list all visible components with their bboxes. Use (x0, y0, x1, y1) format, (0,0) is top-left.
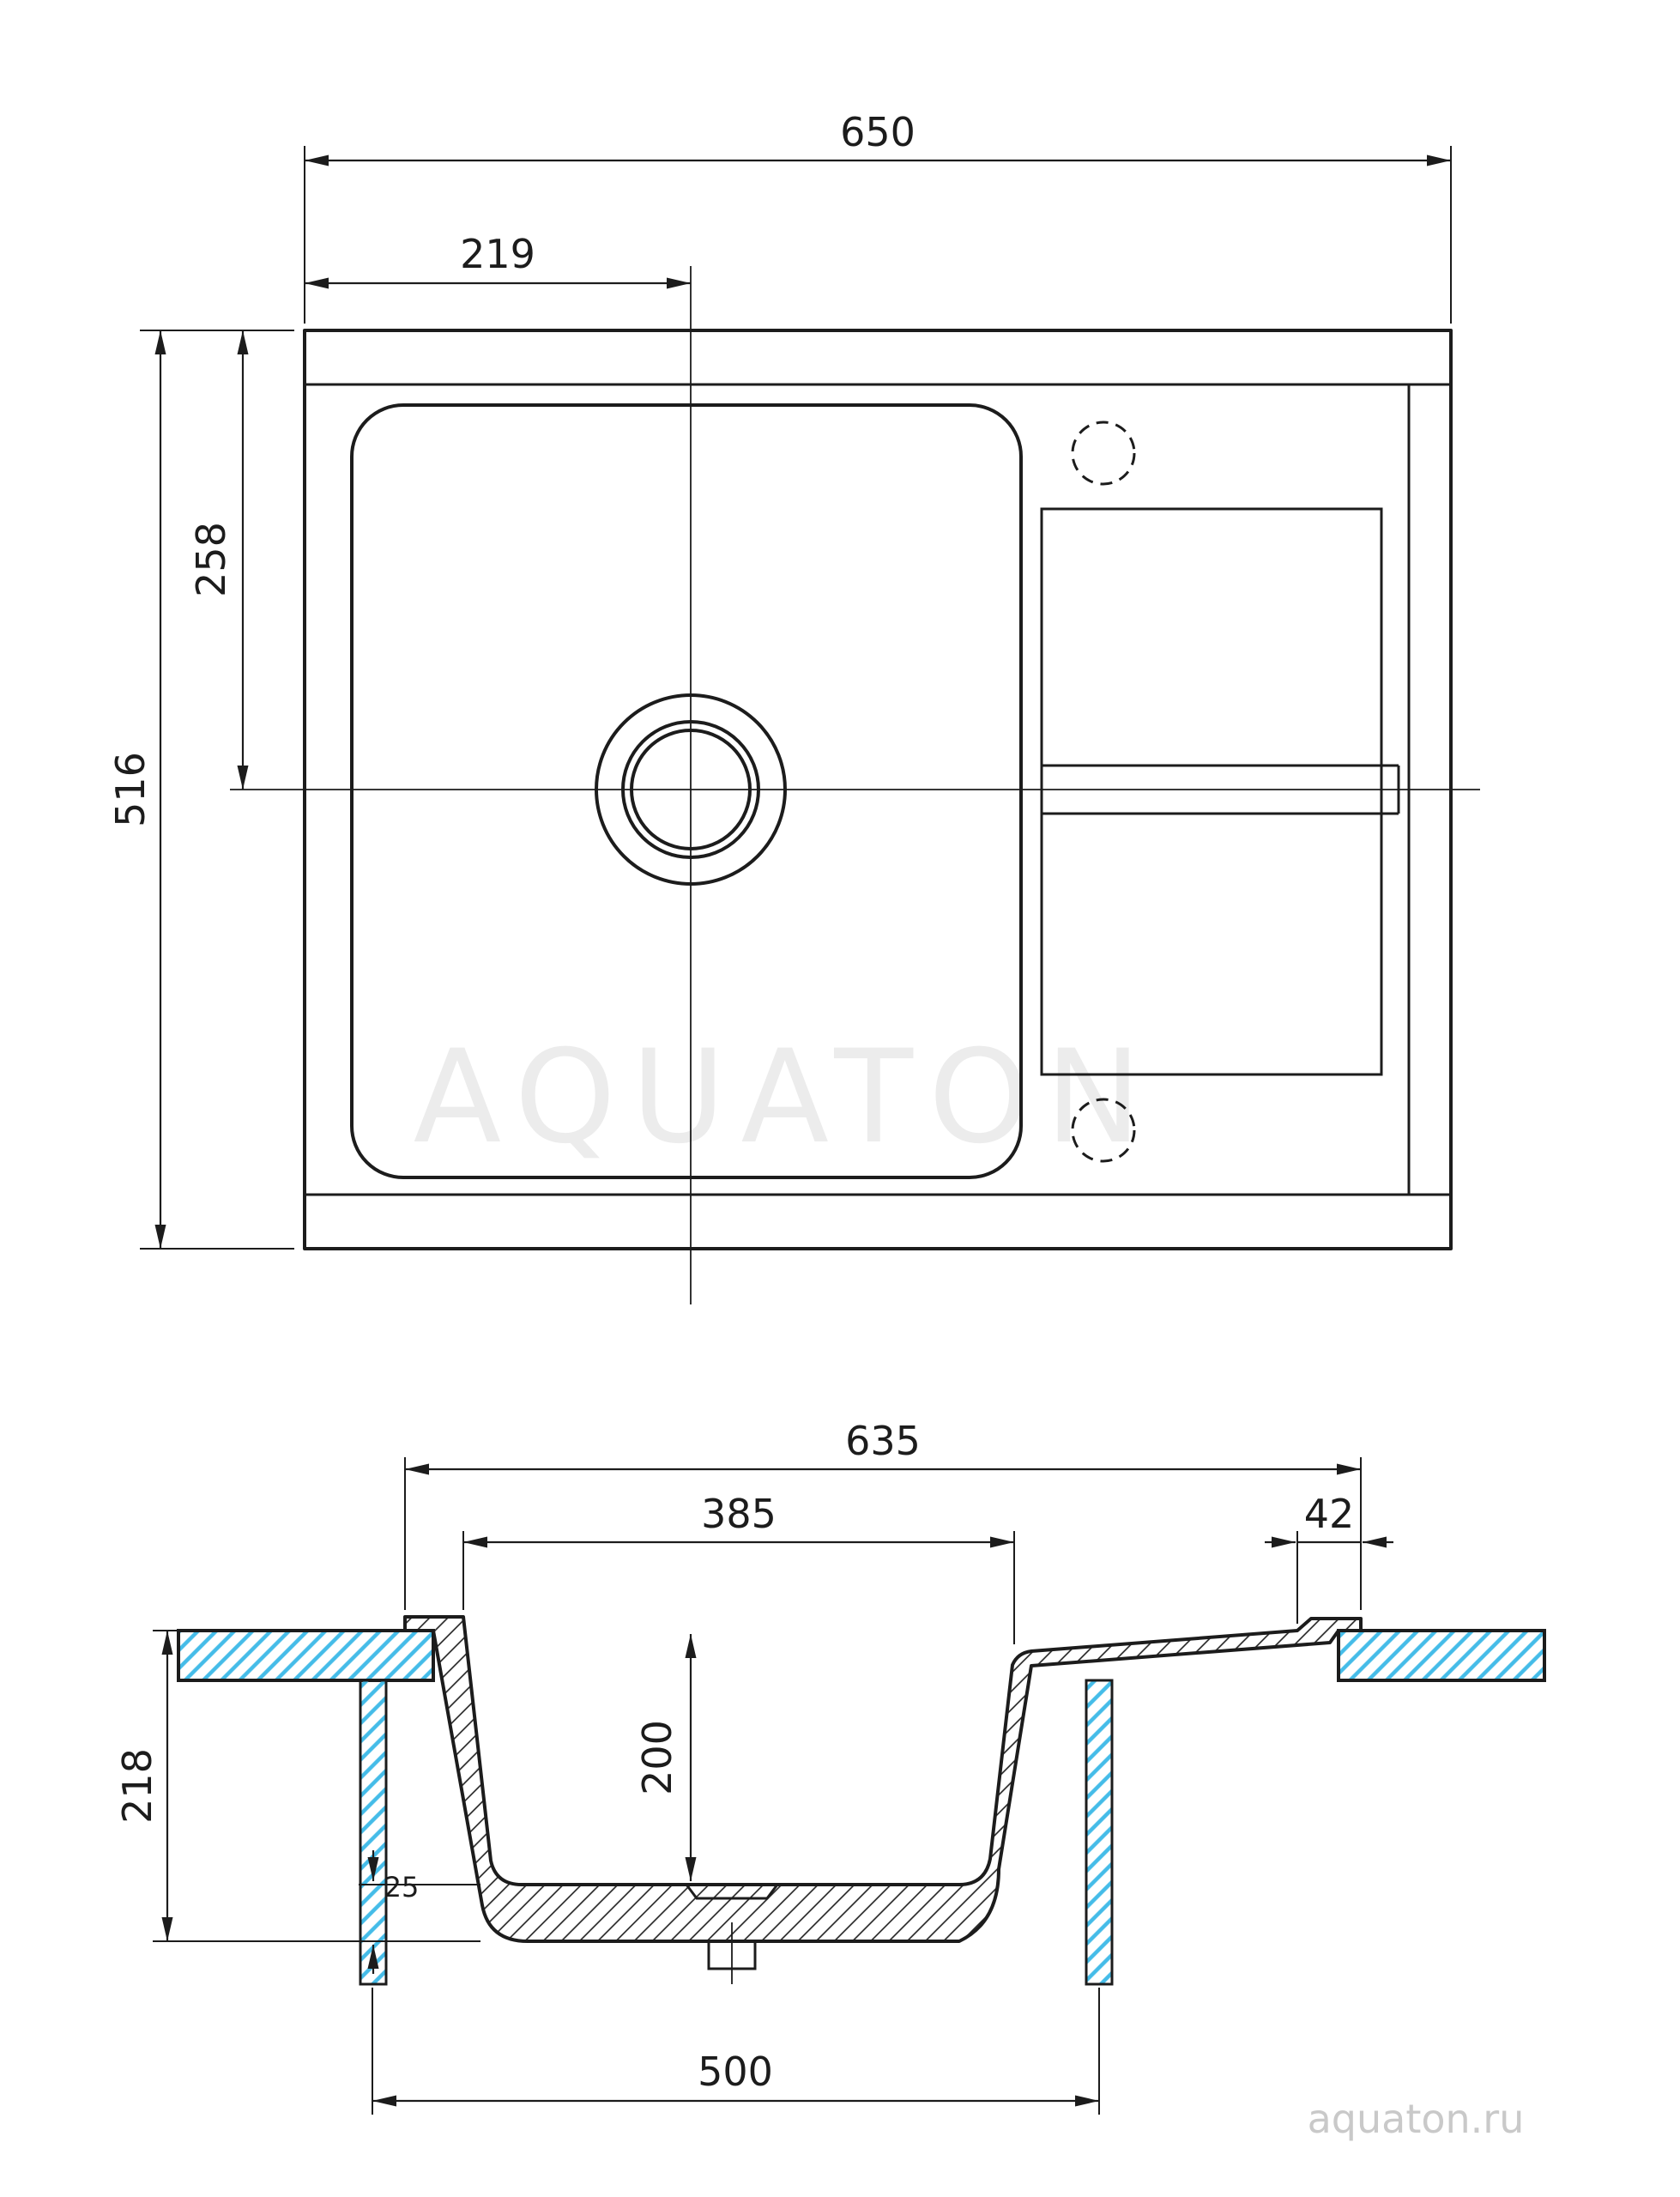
dim-219-label: 219 (460, 231, 535, 277)
sink-outer-edge (303, 329, 1453, 1250)
dim-258-label: 258 (188, 522, 234, 597)
dim-635-label: 635 (845, 1418, 921, 1464)
dim-218-label: 218 (114, 1748, 160, 1824)
top-view: 650 219 516 258 (107, 109, 1480, 1304)
dim-200-label: 200 (634, 1720, 680, 1795)
drainboard-outline (1040, 507, 1383, 1076)
countertop-right (1337, 1629, 1546, 1682)
sink-rim-inner-edge (305, 383, 1451, 1196)
sink-section-profile (403, 1615, 1363, 1943)
tap-hole-top (1071, 421, 1136, 486)
drain-ring-outer (621, 720, 760, 859)
cabinet-panel-left (359, 1679, 388, 1986)
dim-650-label: 650 (840, 109, 916, 155)
brand-watermark: AQUATON (414, 1023, 1157, 1172)
drain-recess (685, 1884, 779, 1900)
dim-500-label: 500 (698, 2049, 773, 2095)
dim-25-label: 25 (384, 1871, 420, 1903)
drainboard-groove (1042, 764, 1400, 815)
bowl-outline (350, 403, 1023, 1179)
drain-ring-inner (630, 729, 752, 850)
countertop-left (177, 1629, 435, 1682)
dim-42-label: 42 (1304, 1491, 1355, 1537)
drain-outer-circle (595, 693, 787, 886)
site-watermark: aquaton.ru (1308, 2096, 1525, 2142)
section-view: 635 385 42 218 200 25 500 (114, 1418, 1546, 2115)
cabinet-panel-right (1085, 1679, 1114, 1986)
dim-385-label: 385 (701, 1491, 777, 1537)
tap-hole-bottom (1071, 1098, 1136, 1163)
dim-516-label: 516 (107, 752, 154, 827)
